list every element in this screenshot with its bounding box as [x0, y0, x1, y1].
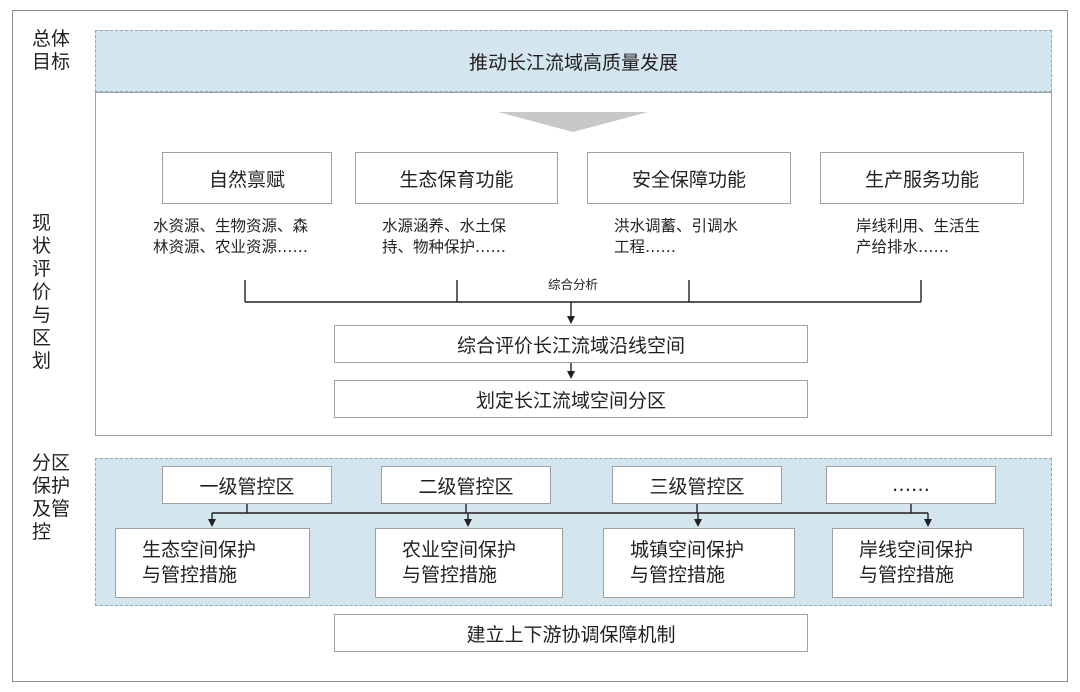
goal-band: 推动长江流域高质量发展 — [95, 30, 1052, 92]
control-zone-more: …… — [826, 466, 996, 504]
function-box-security: 安全保障功能 — [587, 152, 791, 204]
analysis-label: 综合分析 — [548, 277, 599, 292]
function-desc-natural: 水资源、生物资源、森 林资源、农业资源…… — [153, 217, 309, 256]
measure-box-shoreline: 岸线空间保护 与管控措施 — [832, 528, 1024, 598]
side-label-goal: 总体目标 — [32, 28, 71, 73]
goal-text: 推动长江流域高质量发展 — [468, 51, 678, 74]
side-label-zone: 分区保护及管控 — [32, 452, 71, 543]
evaluation-box: 综合评价长江流域沿线空间 — [334, 325, 808, 363]
function-box-production: 生产服务功能 — [820, 152, 1024, 204]
function-title: 安全保障功能 — [631, 168, 746, 191]
control-zone-3: 三级管控区 — [612, 466, 782, 504]
function-desc-production: 岸线利用、生活生 产给排水…… — [856, 217, 981, 256]
control-zone-2: 二级管控区 — [381, 466, 551, 504]
function-title: 生产服务功能 — [864, 168, 979, 191]
function-title: 自然禀赋 — [208, 168, 285, 191]
diagram-frame — [12, 10, 1068, 682]
control-zone-1: 一级管控区 — [162, 466, 332, 504]
measure-box-agricultural: 农业空间保护 与管控措施 — [375, 528, 563, 598]
mechanism-box: 建立上下游协调保障机制 — [334, 614, 808, 652]
side-label-eval: 现状评价与区划 — [32, 212, 52, 372]
function-desc-security: 洪水调蓄、引调水 工程…… — [614, 217, 739, 256]
function-title: 生态保育功能 — [399, 168, 514, 191]
down-arrow-shape — [498, 112, 648, 132]
function-box-natural: 自然禀赋 — [162, 152, 332, 204]
zoning-box: 划定长江流域空间分区 — [334, 380, 808, 418]
measure-box-urban: 城镇空间保护 与管控措施 — [603, 528, 795, 598]
measure-box-ecological: 生态空间保护 与管控措施 — [115, 528, 310, 598]
function-box-ecology: 生态保育功能 — [355, 152, 558, 204]
function-desc-ecology: 水源涵养、水土保 持、物种保护…… — [382, 217, 507, 256]
